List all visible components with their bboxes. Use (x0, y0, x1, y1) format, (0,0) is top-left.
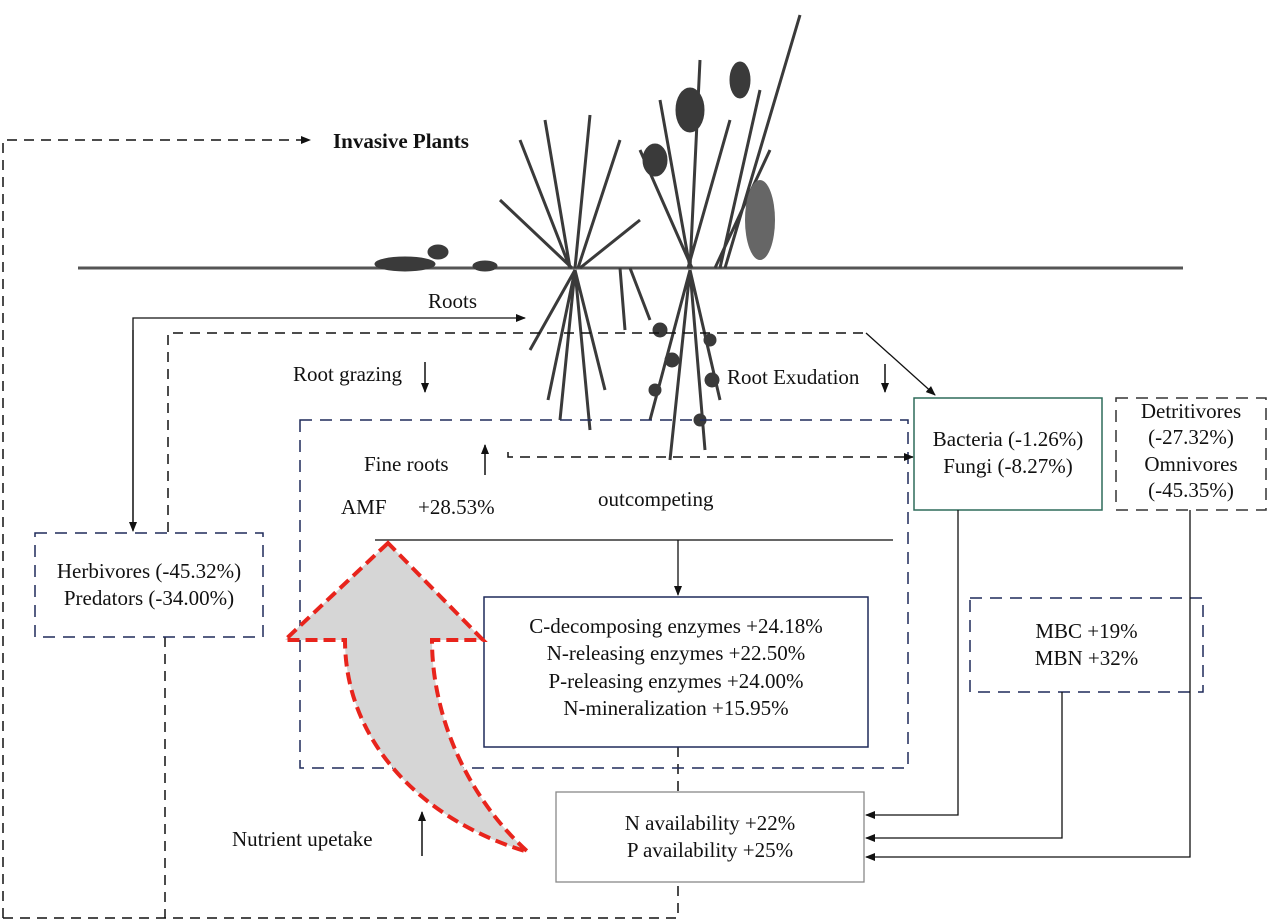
predators-text: Predators (-34.00%) (63, 586, 235, 611)
label-root-exudation: Root Exudation (727, 365, 860, 389)
enzymes-box-border (483, 596, 869, 748)
mbc-text: MBC +19% (1035, 619, 1138, 643)
biomass-box-border (969, 597, 1204, 693)
exudation-line (167, 332, 866, 532)
label-nutrient-uptake: Nutrient upetake (232, 827, 373, 851)
microbes-box: Bacteria (-1.26%) Fungi (-8.27%) (914, 426, 1102, 481)
label-roots: Roots (428, 289, 478, 313)
availability-box: N availability +22% P availability +25% (556, 810, 864, 865)
enzymes-box: C-decomposing enzymes +24.18% N-releasin… (484, 613, 868, 722)
detritivores-box: Detritivores (-27.32%) Omnivores (-45.35… (1116, 398, 1266, 503)
availability-box-border (555, 791, 865, 883)
label-fine-roots: Fine roots (364, 452, 449, 476)
enzyme-line: C-decomposing enzymes +24.18% (529, 614, 823, 638)
plants-illustration (374, 14, 802, 461)
mbn-text: MBN +32% (1034, 646, 1139, 671)
microbes-box-border (913, 397, 1103, 511)
label-root-grazing: Root grazing (293, 362, 403, 386)
n-availability-text: N availability +22% (624, 811, 796, 835)
detritivores-box-border (1115, 397, 1267, 511)
biomass-box: MBC +19% MBN +32% (970, 618, 1203, 673)
herbivores-box-border (34, 532, 264, 638)
rhizosphere-box (299, 419, 909, 769)
herbivores-text: Herbivores (-45.32%) (56, 559, 242, 583)
omnivores-text: Omnivores (1144, 451, 1238, 476)
bacteria-text: Bacteria (-1.26%) (932, 427, 1084, 451)
nutrient-uptake-arrow (279, 540, 530, 854)
feedback-loop-line (2, 136, 311, 918)
enzyme-line: P-releasing enzymes +24.00% (548, 668, 804, 693)
enzyme-line: N-releasing enzymes +22.50% (546, 641, 806, 666)
title-invasive-plants: Invasive Plants (333, 129, 469, 153)
detritivores-value: (-27.32%) (1148, 425, 1234, 450)
omnivores-value: (-45.35%) (1148, 477, 1234, 502)
herbivores-box: Herbivores (-45.32%) Predators (-34.00%) (35, 558, 263, 613)
detritivores-text: Detritivores (1140, 399, 1242, 423)
label-amf-value: +28.53% (418, 495, 495, 519)
fungi-text: Fungi (-8.27%) (943, 454, 1073, 479)
enzyme-line: N-mineralization +15.95% (563, 695, 789, 720)
label-outcompeting: outcompeting (598, 487, 714, 511)
label-amf: AMF (341, 495, 387, 519)
p-availability-text: P availability +25% (626, 838, 794, 863)
